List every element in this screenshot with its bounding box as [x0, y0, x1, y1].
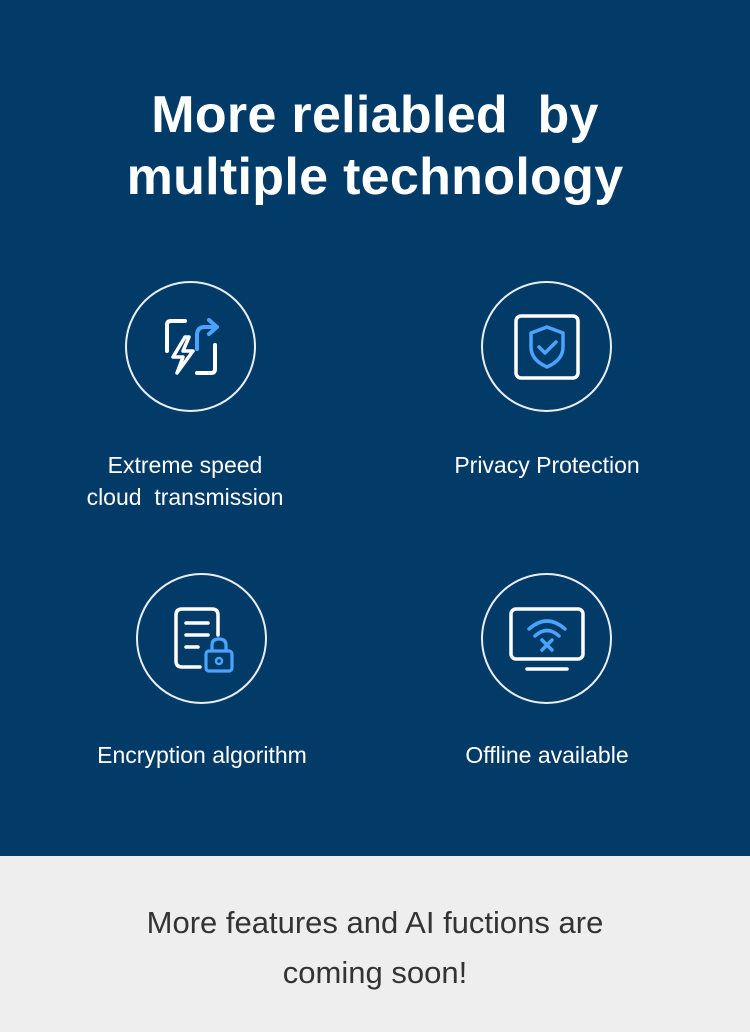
feature-circle-speed	[125, 281, 256, 412]
coming-soon-message: More features and AI fuctions are coming…	[0, 898, 750, 998]
feature-label-speed-line-2: cloud transmission	[86, 484, 284, 510]
feature-label-offline-line-1: Offline available	[465, 742, 629, 768]
document-lock-icon	[173, 606, 234, 673]
cloud-transfer-speed-icon	[164, 317, 219, 375]
feature-circle-encryption	[136, 573, 267, 704]
monitor-wifi-off-icon	[508, 606, 585, 671]
feature-label-encryption: Encryption algorithm	[42, 739, 362, 771]
title-line-1: More reliabled by	[151, 86, 599, 144]
shield-check-icon	[513, 313, 580, 380]
feature-label-speed-line-1: Extreme speed	[107, 452, 263, 478]
coming-soon-line-1: More features and AI fuctions are	[146, 905, 604, 940]
page-title: More reliabled by multiple technology	[0, 84, 750, 208]
feature-label-privacy: Privacy Protection	[387, 449, 707, 481]
title-line-2: multiple technology	[126, 148, 624, 206]
feature-label-privacy-line-1: Privacy Protection	[454, 452, 640, 478]
feature-label-encryption-line-1: Encryption algorithm	[97, 742, 307, 768]
hero-section: More reliabled by multiple technology Ex…	[0, 0, 750, 856]
feature-circle-offline	[481, 573, 612, 704]
feature-label-speed: Extreme speed cloud transmission	[25, 449, 345, 513]
feature-label-offline: Offline available	[387, 739, 707, 771]
coming-soon-line-2: coming soon!	[282, 955, 468, 990]
feature-circle-privacy	[481, 281, 612, 412]
